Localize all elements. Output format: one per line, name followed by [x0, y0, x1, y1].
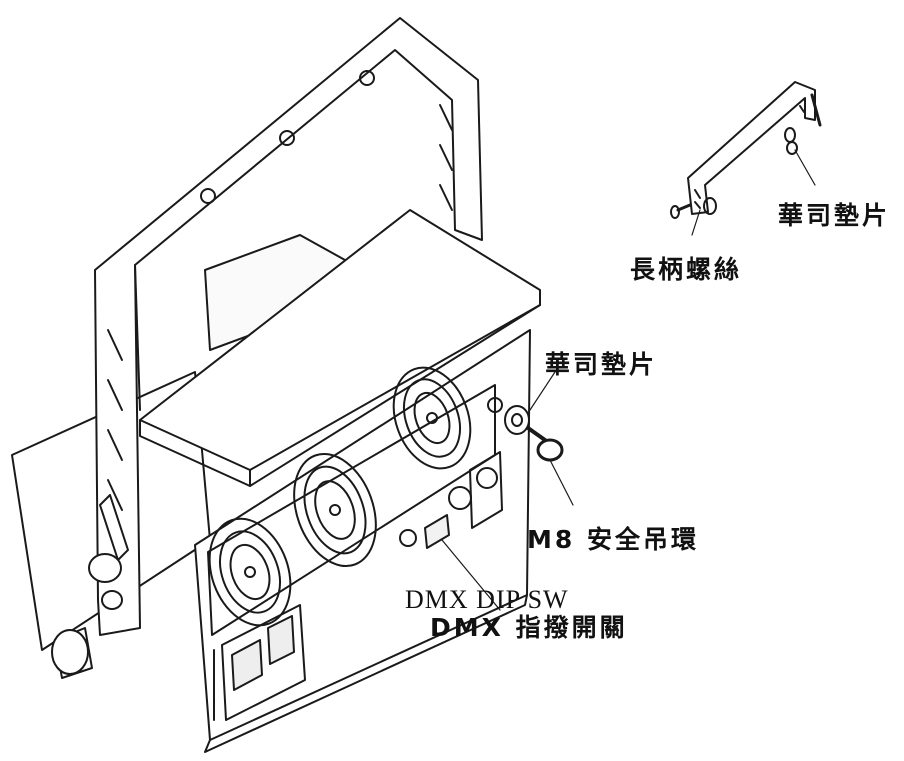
fan-right — [380, 357, 483, 479]
label-long-screw: 長柄螺絲 — [630, 255, 743, 284]
label-dip-sw-en: DMX DIP SW — [405, 585, 569, 614]
connector-panel — [400, 398, 502, 548]
small-bracket — [671, 82, 820, 235]
yoke-inner-edge — [135, 265, 140, 410]
top-lid — [140, 210, 540, 470]
fan-middle — [279, 443, 390, 578]
label-washer-top: 華司墊片 — [778, 201, 891, 230]
label-washer-mid: 華司墊片 — [545, 350, 658, 379]
bottom-edge — [205, 595, 527, 752]
yoke-knob — [52, 495, 128, 678]
dip-leader — [442, 540, 500, 610]
fan-left — [195, 507, 304, 636]
label-dip-sw-zh: DMX 指撥開關 — [430, 613, 628, 642]
safety-ring-assembly — [505, 372, 573, 505]
lid-edge — [140, 420, 250, 486]
yoke — [95, 18, 482, 635]
label-safety-ring: M8 安全吊環 — [527, 525, 699, 554]
power-section — [214, 605, 305, 720]
